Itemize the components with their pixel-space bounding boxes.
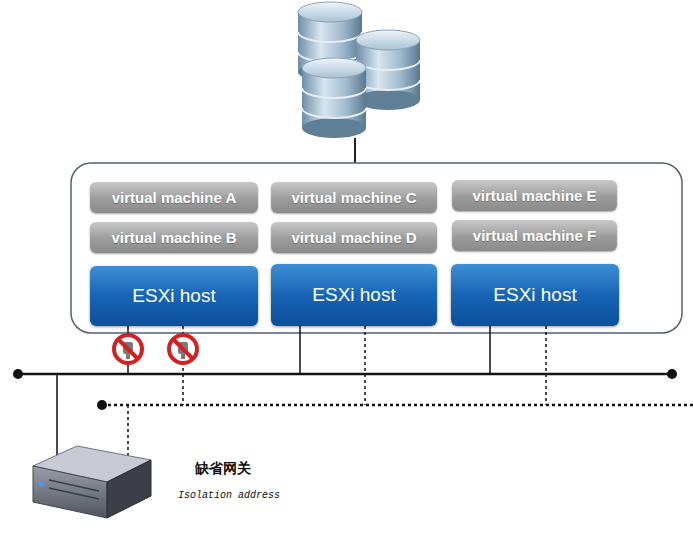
node-label: ESXi host: [493, 284, 576, 306]
network-end: [13, 369, 23, 379]
storage-icon: [298, 2, 420, 138]
vm-box: virtual machine A: [90, 182, 258, 213]
vm-box: virtual machine C: [271, 182, 437, 213]
esxi-host-box: ESXi host: [90, 266, 258, 326]
cluster-outline: [71, 163, 682, 333]
vm-box: virtual machine F: [452, 220, 617, 251]
node-label: virtual machine C: [291, 189, 416, 206]
esxi-host-box: ESXi host: [451, 264, 619, 326]
isolation-label: Isolation address: [178, 490, 280, 501]
esxi-host-box: ESXi host: [271, 264, 437, 326]
storage-link: [354, 138, 356, 164]
node-label: ESXi host: [132, 285, 215, 307]
host-uplinks: [128, 326, 546, 405]
node-label: ESXi host: [312, 284, 395, 306]
node-label: virtual machine E: [472, 187, 596, 204]
node-label: virtual machine A: [112, 189, 236, 206]
vm-box: virtual machine B: [90, 222, 258, 253]
server-icon: [25, 440, 165, 530]
node-label: virtual machine B: [111, 229, 236, 246]
network-end: [97, 400, 107, 410]
redundant-network: [102, 404, 693, 407]
gateway-server: 缺省网关 Isolation address: [25, 440, 345, 530]
node-label: virtual machine D: [291, 229, 416, 246]
node-label: virtual machine F: [473, 227, 596, 244]
gateway-label: 缺省网关: [195, 460, 251, 478]
network-end: [667, 369, 677, 379]
vm-box: virtual machine E: [452, 180, 617, 211]
management-network: [18, 373, 672, 376]
gateway-uplink: [56, 374, 58, 458]
vm-box: virtual machine D: [271, 222, 437, 253]
